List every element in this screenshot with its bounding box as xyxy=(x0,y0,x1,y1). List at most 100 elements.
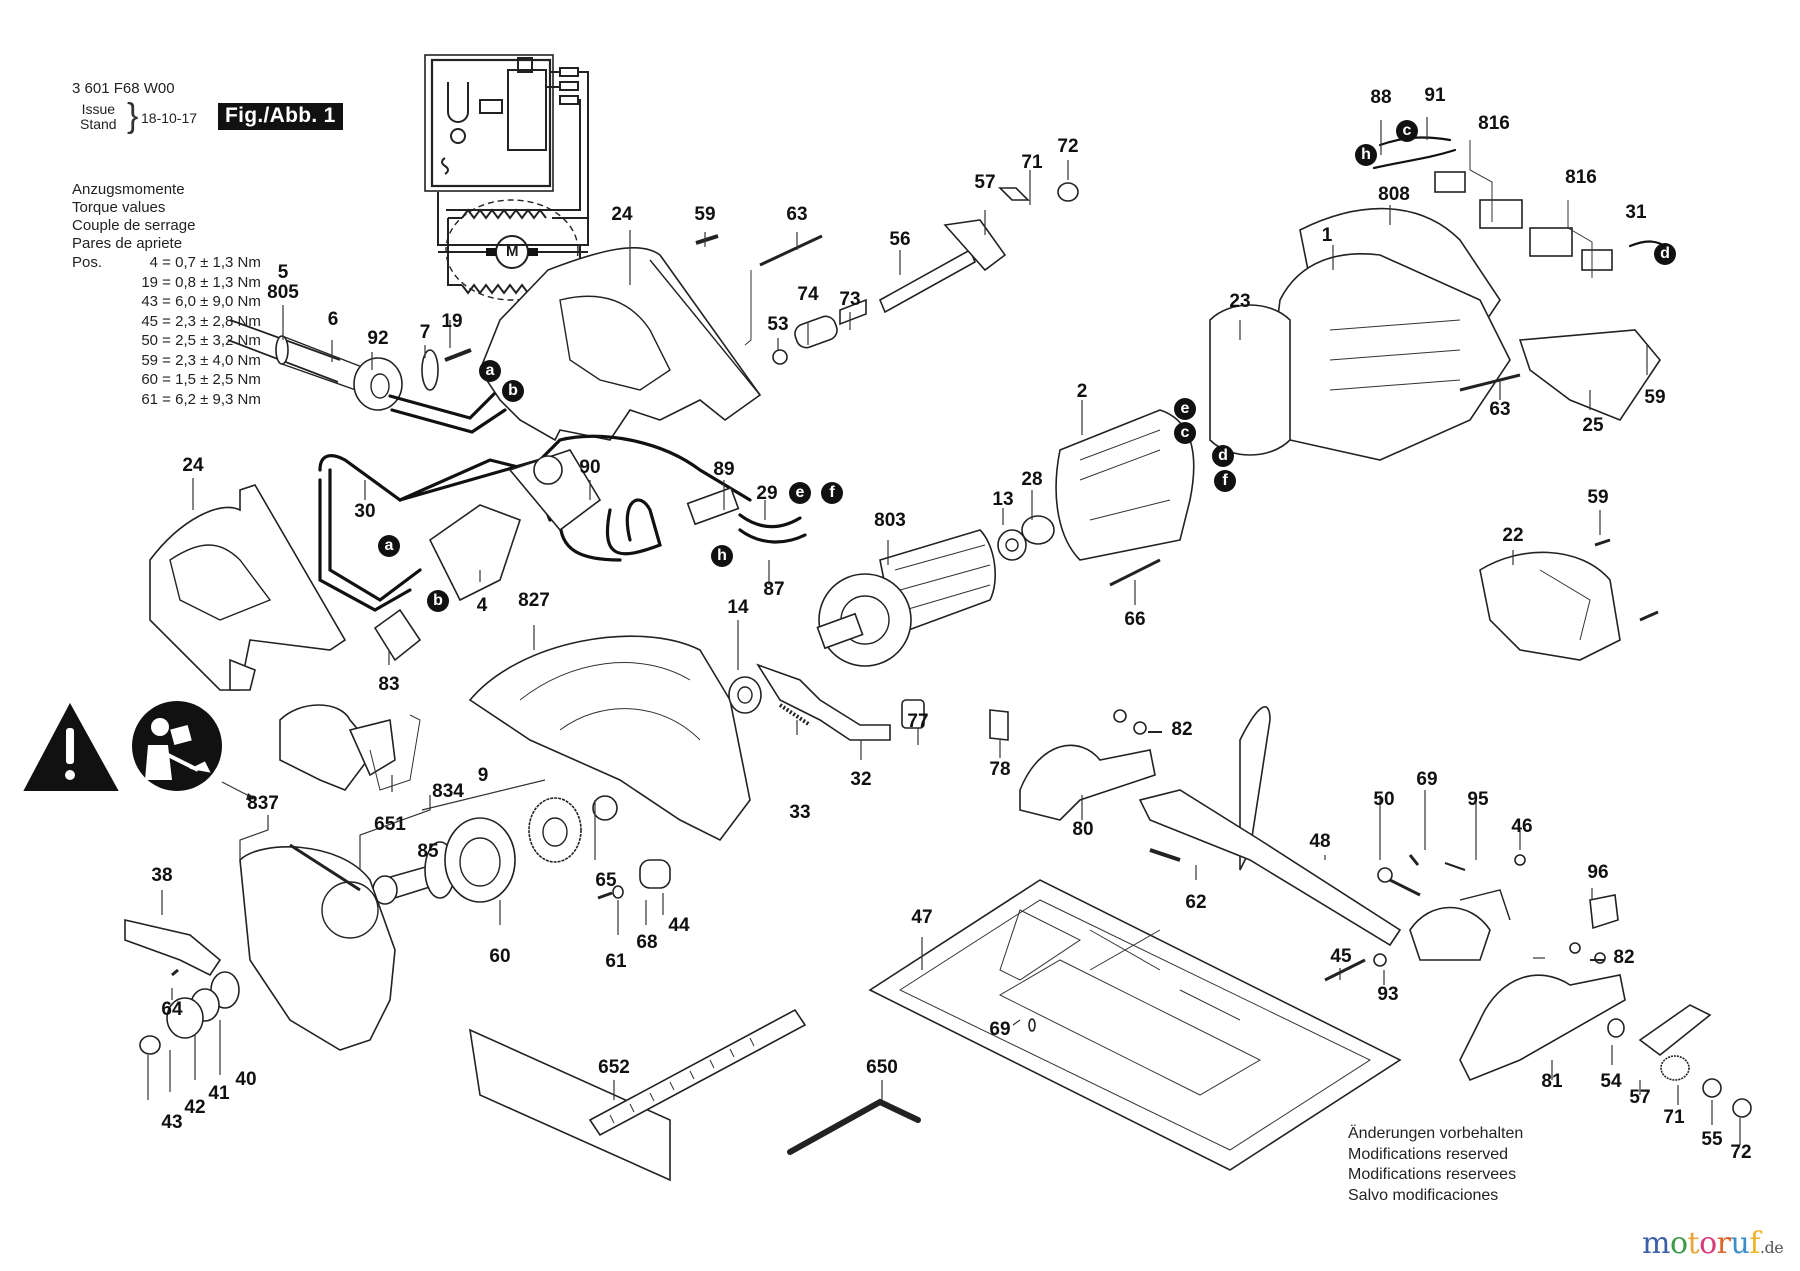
part-callout-650: 650 xyxy=(866,1057,898,1078)
pos-number: 60 xyxy=(141,371,158,388)
part-callout-53: 53 xyxy=(767,314,789,335)
issue-label: Issue xyxy=(81,101,116,117)
part-callout-45: 45 xyxy=(1330,946,1352,967)
issue-stand-labels: Issue Stand xyxy=(80,102,117,132)
part-callout-72: 72 xyxy=(1057,136,1079,157)
part-callout-2: 2 xyxy=(1076,381,1088,402)
part-callout-46: 46 xyxy=(1511,816,1533,837)
part-callout-6: 6 xyxy=(327,309,339,330)
part-callout-66: 66 xyxy=(1124,609,1146,630)
torque-row: 19 = 0,8 ± 1,3 Nm xyxy=(72,273,261,293)
pos-number: 59 xyxy=(141,351,158,369)
part-callout-68: 68 xyxy=(636,932,658,953)
connector-marker-c: c xyxy=(1174,422,1196,444)
part-callout-652: 652 xyxy=(598,1057,630,1078)
connector-marker-e: e xyxy=(789,482,811,504)
pos-number: 19 xyxy=(141,273,158,291)
torque-title-fr: Couple de serrage xyxy=(72,217,196,234)
connector-marker-c: c xyxy=(1396,120,1418,142)
part-callout-93: 93 xyxy=(1377,984,1399,1005)
part-callout-71: 71 xyxy=(1021,152,1043,173)
spindle-lock-parts xyxy=(695,182,1079,365)
brand-watermark[interactable]: motoruf.de xyxy=(1642,1226,1784,1261)
part-callout-25: 25 xyxy=(1582,415,1604,436)
gear-train xyxy=(372,795,671,905)
part-callout-5: 5 xyxy=(277,262,289,283)
part-callout-69: 69 xyxy=(1416,769,1438,790)
part-callout-14: 14 xyxy=(727,597,749,618)
base-plate xyxy=(868,879,1402,1171)
read-manual-icon xyxy=(132,701,256,800)
part-callout-61: 61 xyxy=(605,951,627,972)
connector-marker-f: f xyxy=(821,482,843,504)
part-callout-834: 834 xyxy=(432,781,464,802)
callout-leader-dash xyxy=(1590,959,1604,961)
part-callout-83: 83 xyxy=(378,674,400,695)
torque-row: 45 = 2,3 ± 2,8 Nm xyxy=(72,312,261,332)
part-callout-805: 805 xyxy=(267,282,299,303)
connector-marker-d: d xyxy=(1654,243,1676,265)
field-stator xyxy=(997,409,1195,587)
torque-value: = 1,5 ± 2,5 Nm xyxy=(162,371,261,388)
pos-number: 50 xyxy=(141,332,158,349)
brand-letter: r xyxy=(1716,1226,1731,1261)
part-callout-91: 91 xyxy=(1424,85,1446,106)
part-callout-72: 72 xyxy=(1730,1142,1752,1163)
rear-bevel-parts xyxy=(1459,894,1752,1118)
part-callout-59: 59 xyxy=(1644,387,1666,408)
torque-values-table: Anzugsmomente Torque values Couple de se… xyxy=(72,181,261,409)
notice-en: Modifications reserved xyxy=(1348,1145,1509,1163)
wiring-schematic xyxy=(424,54,589,301)
part-callout-41: 41 xyxy=(208,1083,230,1104)
connector-marker-b: b xyxy=(427,590,449,612)
brand-letter: t xyxy=(1687,1226,1700,1261)
parallel-guide-and-key xyxy=(468,1008,921,1182)
part-callout-803: 803 xyxy=(874,510,906,531)
part-callout-74: 74 xyxy=(797,284,819,305)
torque-value: = 0,7 ± 1,3 Nm xyxy=(162,254,261,271)
pos-number: 61 xyxy=(141,390,158,408)
brand-letter: f xyxy=(1749,1226,1760,1261)
part-callout-77: 77 xyxy=(907,711,929,732)
part-callout-89: 89 xyxy=(713,459,735,480)
torque-value: = 6,2 ± 9,3 Nm xyxy=(162,390,261,408)
brand-tld: .de xyxy=(1759,1238,1784,1257)
brand-letter: u xyxy=(1730,1226,1750,1261)
warning-triangle-icon xyxy=(23,702,119,791)
connector-marker-b: b xyxy=(502,380,524,402)
pos-label: Pos. xyxy=(72,254,103,271)
connector-marker-f: f xyxy=(1214,470,1236,492)
torque-row: 59 = 2,3 ± 4,0 Nm xyxy=(72,351,261,371)
issue-date: 18-10-17 xyxy=(141,110,198,126)
connector-marker-a: a xyxy=(378,535,400,557)
part-callout-59: 59 xyxy=(1587,487,1609,508)
part-callout-42: 42 xyxy=(184,1097,206,1118)
part-callout-80: 80 xyxy=(1072,819,1094,840)
callout-leader-dash xyxy=(1148,731,1162,733)
part-callout-82: 82 xyxy=(1613,947,1635,968)
power-cable xyxy=(227,319,507,434)
torque-value: = 2,3 ± 4,0 Nm xyxy=(162,351,261,369)
torque-value: = 2,3 ± 2,8 Nm xyxy=(162,312,261,330)
part-callout-40: 40 xyxy=(235,1069,257,1090)
part-callout-44: 44 xyxy=(668,915,690,936)
part-number: 3 601 F68 W00 xyxy=(72,80,175,97)
part-callout-9: 9 xyxy=(477,765,489,786)
modifications-notice: Änderungen vorbehalten Modifications res… xyxy=(1348,1124,1523,1206)
part-callout-62: 62 xyxy=(1185,892,1207,913)
part-callout-82: 82 xyxy=(1171,719,1193,740)
part-callout-65: 65 xyxy=(595,870,617,891)
part-callout-47: 47 xyxy=(911,907,933,928)
motor-symbol-label: M xyxy=(506,243,519,260)
part-callout-63: 63 xyxy=(1489,399,1511,420)
brace-symbol: } xyxy=(127,97,139,135)
part-callout-59: 59 xyxy=(694,204,716,225)
motor-housing xyxy=(1209,207,1661,461)
part-callout-827: 827 xyxy=(518,590,550,611)
part-callout-71: 71 xyxy=(1663,1107,1685,1128)
part-callout-38: 38 xyxy=(151,865,173,886)
part-callout-23: 23 xyxy=(1229,291,1251,312)
part-callout-4: 4 xyxy=(476,595,488,616)
part-callout-63: 63 xyxy=(786,204,808,225)
brand-letter: o xyxy=(1699,1226,1717,1261)
